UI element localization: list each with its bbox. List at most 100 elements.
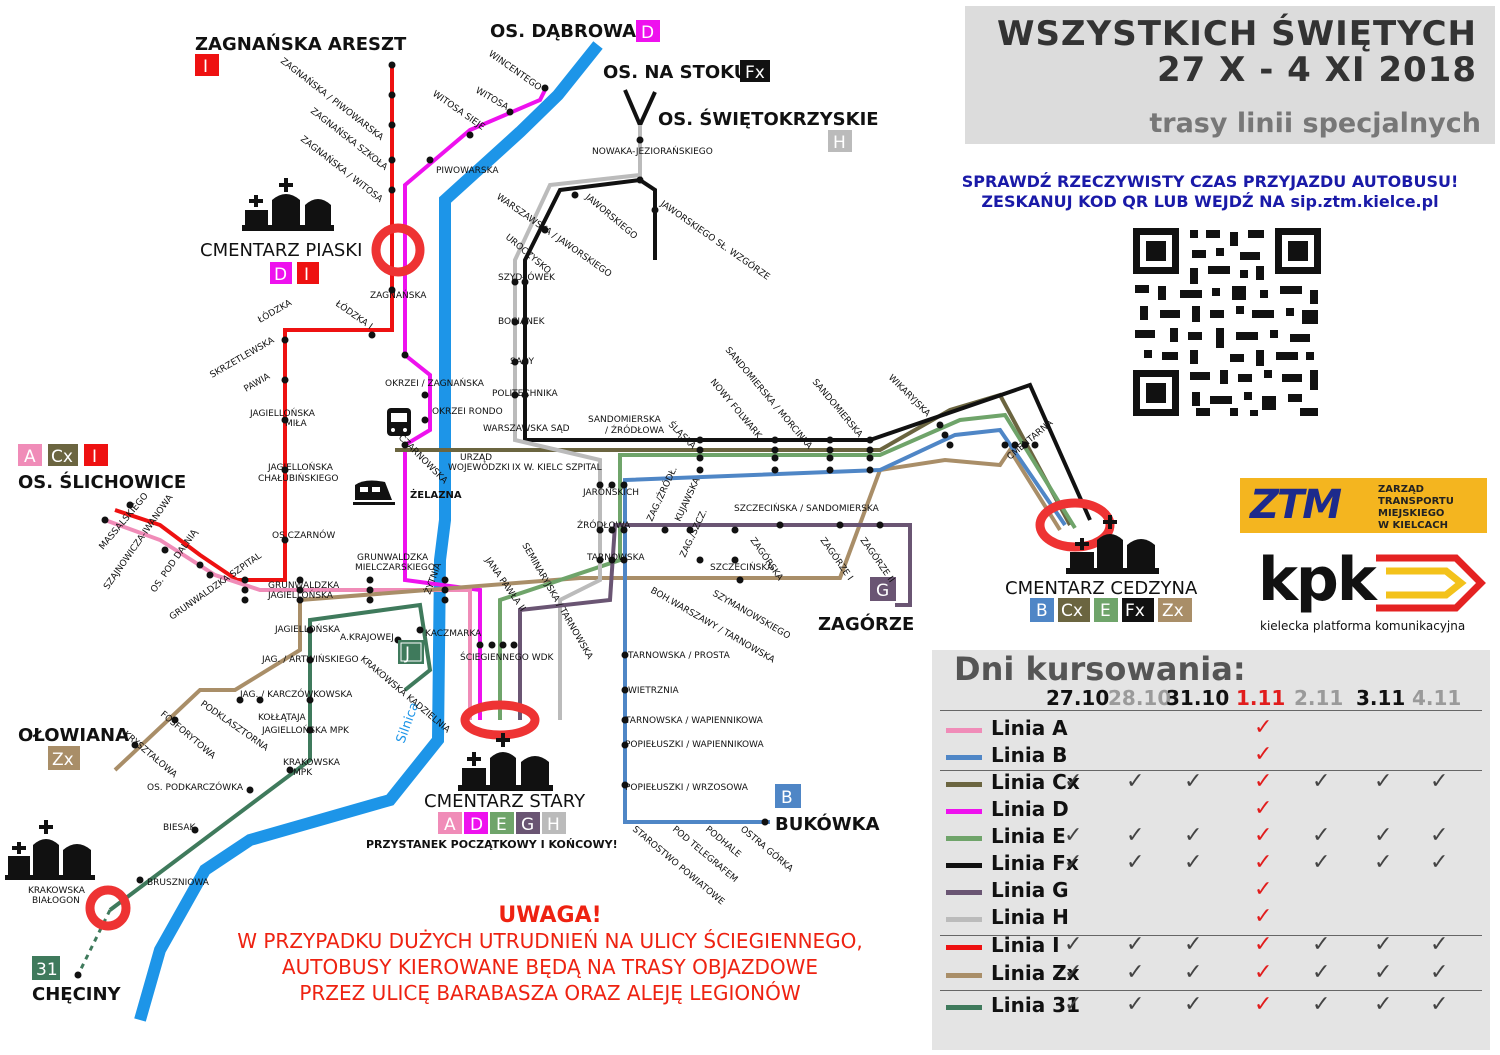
schedule-day-6: 3.11 [1356, 686, 1406, 710]
schedule-row: Linia Zx✓✓✓✓✓✓✓ [932, 960, 1490, 987]
bus-icon [387, 408, 411, 436]
check-icon: ✓ [1430, 850, 1449, 875]
line-name: Linia B [991, 743, 1068, 767]
schedule-day-2: 28.10 [1108, 686, 1172, 710]
check-icon: ✓ [1184, 992, 1203, 1017]
stop-os-czarnow: OS.CZARNÓW [272, 529, 335, 541]
grave-icon-bialogon [5, 820, 95, 880]
stop-zag-zrodl: ZAG./ŹRÓDŁ. [644, 464, 680, 523]
place-checiny: CHĘCINY [32, 984, 122, 1005]
stop-jaworskiego: JAWORSKIEGO [582, 192, 639, 242]
schedule-day-4: 1.11 [1236, 686, 1286, 710]
stop-krakowska-bialogon-1: KRAKOWSKA [28, 886, 86, 896]
kpk-logo-mark: kpk [1258, 545, 1377, 615]
place-zagnanska-areszt: ZAGNAŃSKA ARESZT [195, 33, 407, 55]
check-icon: ✓ [1312, 769, 1331, 794]
stop-jag-karczowkowska: JAG. / KARCZÓWKOWSKA [239, 688, 353, 700]
stop-sand-zrodl-2: / ŹRÓDŁOWA [605, 424, 665, 436]
stop-okrzei-rondo: OKRZEI RONDO [432, 407, 503, 417]
stop-zrodlowa: ŹRÓDŁOWA [577, 519, 631, 531]
stop-jag-chal-1: JAGIELLOŃSKA [267, 461, 334, 473]
check-icon: ✓ [1126, 850, 1145, 875]
realtime-info-line-1: SPRAWDŹ RZECZYWISTY CZAS PRZYJAZDU AUTOB… [961, 172, 1459, 191]
ztm-logo-mark: ZTM [1250, 482, 1342, 528]
place-zagorze: ZAGÓRZE [818, 613, 914, 635]
check-icon: ✓ [1064, 932, 1083, 957]
stop-sandomierska: SANDOMIERSKA [810, 378, 865, 441]
river-silnica [134, 41, 603, 1022]
stop-pod-telegrafem: POD TELEGRAFEM [670, 825, 739, 885]
badge-h-stary: H [547, 815, 560, 835]
check-icon: ✓ [1312, 850, 1331, 875]
stop-krakowska-mpk-1: KRAKOWSKA [283, 758, 341, 768]
stop-wincentego: WINCENTEGO [486, 49, 543, 93]
badge-e-stary: E [496, 815, 507, 835]
route-line-i-slichowice [114, 508, 239, 582]
stop-witosa: WITOSA [474, 86, 511, 113]
cemetery-piaski-marker [371, 223, 425, 277]
stop-jaronskich: JAROŃSKICH [582, 486, 639, 498]
badge-a-stary: A [444, 815, 456, 835]
stop-sand-zrodl-1: SANDOMIERSKA [588, 415, 662, 425]
stop-jag-chal-2: CHAŁUBIŃSKIEGO [258, 472, 338, 484]
stop-warszawska-sad: WARSZAWSKA SĄD [483, 424, 570, 434]
line-color-swatch [946, 755, 982, 760]
stop-lodzka-i: ŁÓDZKA I [332, 297, 375, 332]
stop-urzad-2: WOJEWÓDZKI [448, 461, 510, 473]
badge-e-cedzyna: E [1100, 601, 1111, 621]
stop-sandomierska-morcinka: SANDOMIERSKA / MORCINKA [723, 346, 815, 452]
stop-sciegiennego: ŚCIEGIENNEGO WDK [460, 651, 555, 663]
kpk-logo: kpk kielecka platforma komunikacyjna [1258, 545, 1488, 635]
badge-d-stary: D [470, 815, 483, 835]
check-icon: ✓ [1374, 992, 1393, 1017]
check-icon: ✓ [1312, 932, 1331, 957]
place-bukowka: BUKÓWKA [775, 813, 880, 835]
place-os-slichowice: OS. ŚLICHOWICE [18, 471, 186, 493]
check-icon: ✓ [1254, 769, 1273, 794]
warning-line-2: AUTOBUSY KIEROWANE BĘDĄ NA TRASY OBJAZDO… [281, 955, 819, 979]
stop-jaworskiego-wzgorze: JAWORSKIEGO SŁ. WZGÓRZE [657, 197, 772, 283]
line-color-swatch [946, 917, 982, 922]
route-line-b [623, 427, 1067, 824]
badge-i-slichowice: I [92, 447, 97, 467]
schedule-row: Linia B✓ [932, 742, 1490, 769]
stop-popieluszki-wrzosowa: POPIEŁUSZKI / WRZOSOWA [625, 783, 749, 793]
badge-31: 31 [36, 960, 58, 980]
route-line-31 [108, 602, 433, 912]
badge-b-bukowka: B [781, 788, 793, 808]
realtime-info-line-2[interactable]: ZESKANUJ KOD QR LUB WEJDŹ NA sip.ztm.kie… [981, 192, 1439, 211]
check-icon: ✓ [1374, 932, 1393, 957]
stop-szydlowek: SZYDŁÓWEK [498, 271, 556, 283]
place-os-na-stoku: OS. NA STOKU [603, 62, 748, 83]
warning-notice: UWAGA! W PRZYPADKU DUŻYCH UTRUDNIEŃ NA U… [200, 903, 900, 1006]
line-name: Linia I [991, 933, 1060, 957]
check-icon: ✓ [1374, 769, 1393, 794]
stop-dots [74, 61, 1039, 979]
check-icon: ✓ [1184, 932, 1203, 957]
stop-tarnowska-wapiennikowa: TARNOWSKA / WAPIENNIKOWA [624, 716, 764, 726]
stop-piwowarska: PIWOWARSKA [436, 166, 499, 176]
check-icon: ✓ [1254, 796, 1273, 821]
line-color-swatch [946, 836, 982, 841]
subtitle: trasy linii specjalnych [1149, 108, 1481, 139]
route-line-d [403, 89, 547, 720]
stop-jagiellonska2: JAGIELLOŃSKA [274, 623, 341, 635]
check-icon: ✓ [1254, 850, 1273, 875]
schedule-day-7: 4.11 [1412, 686, 1462, 710]
line-color-swatch [946, 728, 982, 733]
stop-bocianek: BOCIANEK [498, 317, 546, 327]
stop-grunw-miel-1: GRUNWALDZKA [357, 553, 429, 563]
schedule-row: Linia H✓ [932, 904, 1490, 931]
check-icon: ✓ [1254, 932, 1273, 957]
stop-szczecinska-sandomierska: SZCZECIŃSKA / SANDOMIERSKA [734, 502, 880, 514]
route-line-a [104, 518, 472, 720]
line-badges: I D Fx H D I A Cx I Zx G B J 31 A D E G … [18, 20, 1192, 980]
stop-ix-wiek: IX W. KIELC SZPITAL [512, 463, 602, 473]
stop-krakowska-mpk-2: MPK [293, 768, 313, 778]
badge-b-cedzyna: B [1036, 601, 1048, 621]
ztm-logo: ZTM ZARZĄD TRANSPORTU MIEJSKIEGO W KIELC… [1240, 478, 1487, 533]
cemetery-piaski-label: CMENTARZ PIASKI [200, 240, 362, 261]
warning-line-3: PRZEZ ULICĘ BARABASZA ORAZ ALEJĘ LEGIONÓ… [299, 981, 801, 1005]
check-icon: ✓ [1184, 769, 1203, 794]
cemetery-stary-note: PRZYSTANEK POCZĄTKOWY I KOŃCOWY! [366, 838, 618, 851]
